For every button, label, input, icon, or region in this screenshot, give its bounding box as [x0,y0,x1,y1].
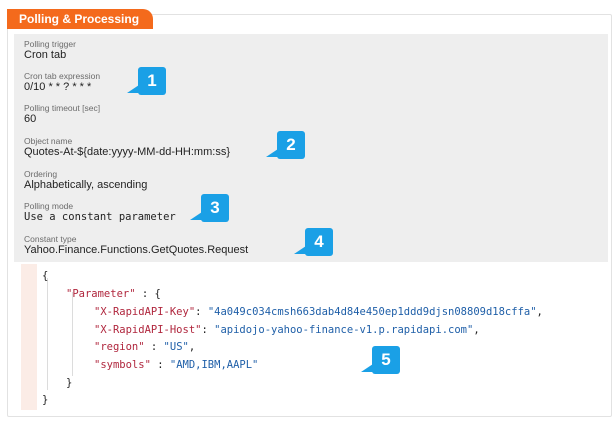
json-string: "AMD,IBM,AAPL" [169,359,259,371]
field-label: Polling trigger [24,39,76,49]
callout-badge-1: 1 [127,67,166,95]
json-editor[interactable]: { "Parameter" : { "X-RapidAPI-Key": "4a0… [14,264,608,410]
json-brace: : { [141,288,161,300]
code-line: "symbols" : "AMD,IBM,AAPL" [94,358,258,372]
field-label: Object name [24,136,73,146]
field-constant-type[interactable]: Constant type Yahoo.Finance.Functions.Ge… [24,234,248,257]
json-comma: , [473,324,480,336]
json-string: "US" [163,341,189,353]
json-brace: { [42,270,49,282]
json-sep: : [195,306,208,318]
json-string: "4a049c034cmsh663dab4d84e450ep1ddd9djsn0… [207,306,537,318]
section-title: Polling & Processing [7,9,154,29]
field-value: Yahoo.Finance.Functions.GetQuotes.Reques… [24,244,249,256]
indent-guide [72,292,73,376]
callout-badge-5: 5 [361,346,400,374]
json-key: "region" [94,341,145,353]
json-sep: : [201,324,215,336]
field-label: Polling mode [24,201,74,211]
field-polling-mode[interactable]: Polling mode Use a constant parameter [24,201,176,224]
json-brace: } [42,394,49,406]
field-ordering[interactable]: Ordering Alphabetically, ascending [24,169,147,192]
callout-badge-3: 3 [190,194,229,222]
callout-badge-4: 4 [294,228,333,256]
code-line: "X-RapidAPI-Key": "4a049c034cmsh663dab4d… [94,305,543,319]
field-label: Constant type [24,234,77,244]
json-key: "X-RapidAPI-Host" [94,324,202,336]
code-line: "X-RapidAPI-Host": "apidojo-yahoo-financ… [94,323,480,337]
field-object-name[interactable]: Object name Quotes-At-${date:yyyy-MM-dd-… [24,136,230,159]
json-key: "Parameter" [66,288,136,300]
field-value: 60 [24,113,37,125]
json-sep: : [150,359,170,371]
properties-area: Polling trigger Cron tab Cron tab expres… [14,34,608,262]
json-comma: , [536,306,543,318]
callout-badge-2: 2 [266,131,305,159]
field-polling-trigger[interactable]: Polling trigger Cron tab [24,39,76,62]
field-polling-timeout[interactable]: Polling timeout [sec] 60 [24,103,100,126]
field-label: Cron tab expression [24,71,101,81]
field-label: Ordering [24,169,58,179]
code-line: "Parameter" : { [66,287,161,301]
json-sep: : [144,341,164,353]
field-value: Quotes-At-${date:yyyy-MM-dd-HH:mm:ss} [24,146,230,158]
json-string: "apidojo-yahoo-finance-v1.p.rapidapi.com… [214,324,474,336]
field-value: Use a constant parameter [24,211,176,223]
field-value: Cron tab [24,49,67,61]
indent-guide [47,278,48,390]
field-value: Alphabetically, ascending [24,179,148,191]
code-line: } [42,393,48,407]
code-line: { [42,269,48,283]
json-key: "X-RapidAPI-Key" [94,306,196,318]
editor-gutter [21,264,37,410]
field-cron-expression[interactable]: Cron tab expression 0/10 * * ? * * * [24,71,100,94]
json-key: "symbols" [94,359,151,371]
field-label: Polling timeout [sec] [24,103,101,113]
json-brace: } [66,377,73,389]
json-comma: , [188,341,196,353]
code-line: } [66,376,72,390]
field-value: 0/10 * * ? * * * [24,81,92,93]
code-line: "region" : "US", [94,340,195,354]
